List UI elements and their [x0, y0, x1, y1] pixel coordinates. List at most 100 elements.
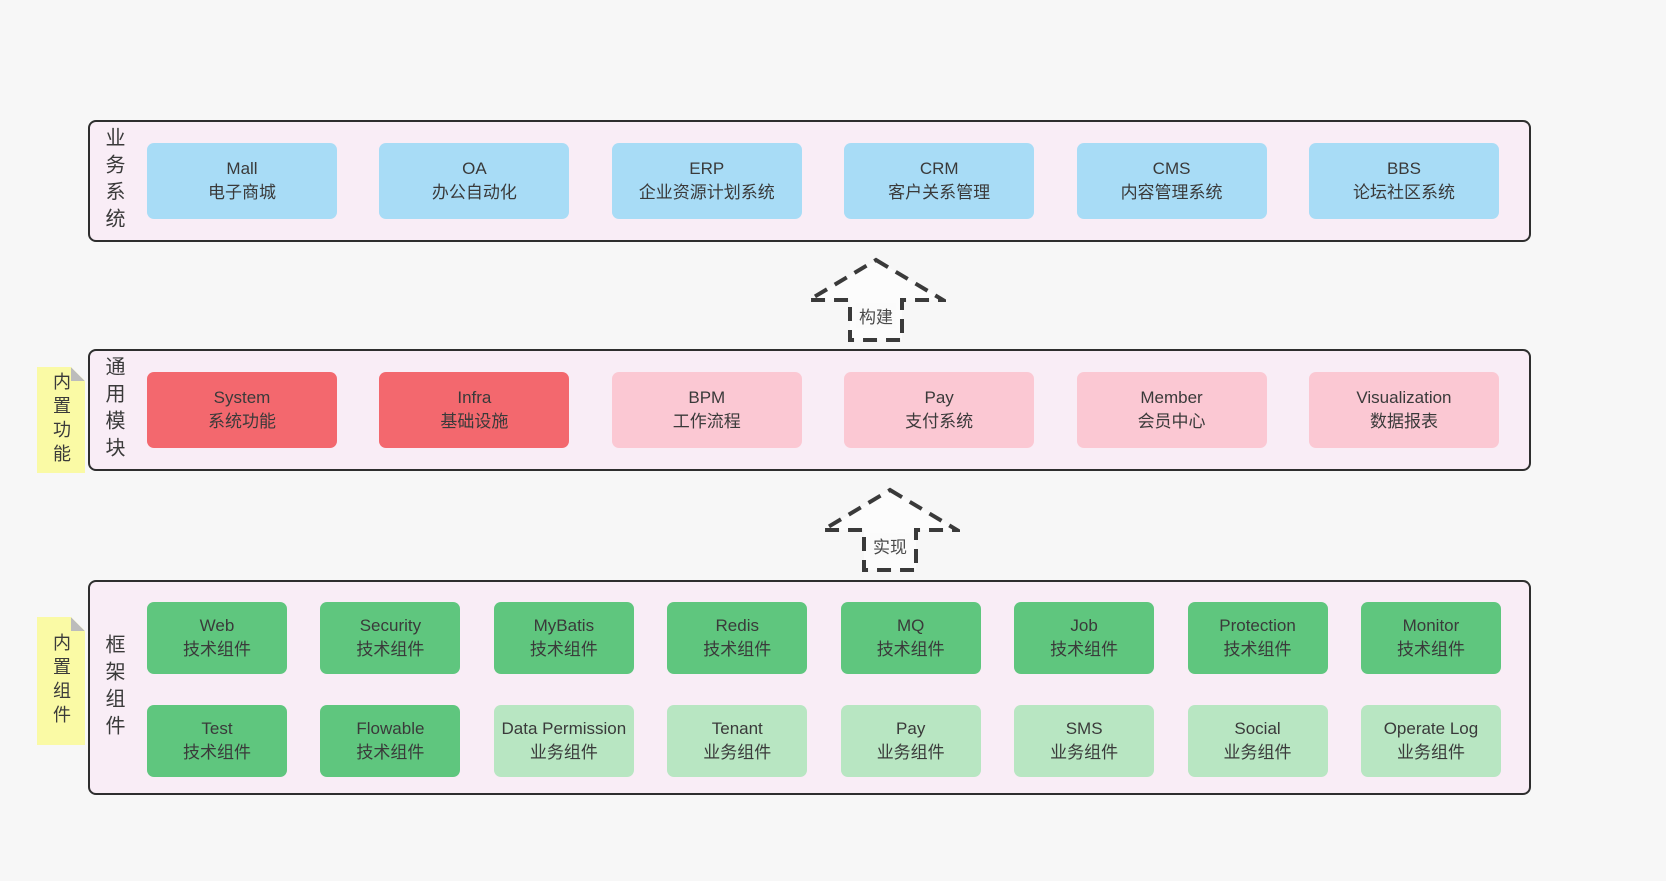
module-box-oa: OA 办公自动化 — [379, 143, 570, 219]
box-title: Pay — [896, 718, 926, 738]
box-title: System — [213, 387, 271, 407]
box-subtitle: 技术组件 — [529, 640, 598, 659]
box-subtitle: 技术组件 — [1050, 640, 1119, 659]
box-subtitle: 技术组件 — [356, 640, 425, 659]
module-box-visualization: Visualization 数据报表 — [1308, 372, 1499, 448]
box-subtitle: 客户关系管理 — [888, 183, 991, 202]
box-title: Flowable — [356, 718, 425, 738]
box-title: MyBatis — [533, 615, 595, 635]
box-subtitle: 业务组件 — [703, 743, 772, 762]
module-box-mq: MQ 技术组件 — [840, 602, 981, 674]
arrow-build: 构建 — [806, 257, 946, 343]
box-subtitle: 技术组件 — [356, 743, 425, 762]
box-subtitle: 业务组件 — [1396, 743, 1465, 762]
module-box-pay: Pay 业务组件 — [840, 705, 981, 777]
box-subtitle: 技术组件 — [183, 640, 251, 659]
box-title: MQ — [896, 615, 925, 635]
folded-corner-icon — [71, 617, 85, 631]
module-box-system: System 系统功能 — [147, 372, 337, 448]
box-subtitle: 技术组件 — [876, 640, 945, 659]
box-title: Protection — [1219, 615, 1296, 635]
box-title: BPM — [688, 387, 726, 407]
sticky-tag-built-in-features: 内置功能 — [37, 367, 85, 473]
box-title: Test — [201, 718, 233, 738]
box-title: Mall — [226, 158, 258, 178]
box-subtitle: 技术组件 — [183, 743, 251, 762]
box-subtitle: 工作流程 — [672, 412, 741, 431]
box-title: Pay — [924, 387, 954, 407]
box-title: ERP — [689, 158, 725, 178]
box-subtitle: 办公自动化 — [431, 183, 517, 202]
box-title: Visualization — [1356, 387, 1452, 407]
box-subtitle: 业务组件 — [1050, 743, 1119, 762]
arrow-implement-label: 实现 — [870, 533, 910, 558]
module-box-test: Test 技术组件 — [147, 705, 287, 777]
module-box-mall: Mall 电子商城 — [147, 143, 337, 219]
box-title: CRM — [919, 158, 959, 178]
module-box-mybatis: MyBatis 技术组件 — [493, 602, 634, 674]
module-box-cms: CMS 内容管理系统 — [1076, 143, 1267, 219]
box-title: CMS — [1152, 158, 1191, 178]
box-title: OA — [462, 158, 487, 178]
box-subtitle: 电子商城 — [208, 183, 276, 202]
module-box-sms: SMS 业务组件 — [1014, 705, 1155, 777]
module-box-crm: CRM 客户关系管理 — [844, 143, 1035, 219]
up-arrow-icon — [806, 257, 946, 342]
box-title: Web — [199, 615, 235, 635]
module-box-data-permission: Data Permission 业务组件 — [493, 705, 634, 777]
sticky-tag-built-in-components: 内置组件 — [37, 617, 85, 745]
box-subtitle: 业务组件 — [876, 743, 945, 762]
arrow-implement: 实现 — [820, 487, 960, 573]
layer-label-common: 通用模块 — [102, 356, 124, 464]
module-box-social: Social 业务组件 — [1187, 705, 1328, 777]
box-subtitle: 数据报表 — [1369, 412, 1438, 431]
layer-business-systems: 业务系统 Mall 电子商城 OA 办公自动化 ERP 企业资源计划系统 CRM 客户关系管理… — [88, 120, 1531, 242]
module-box-job: Job 技术组件 — [1014, 602, 1155, 674]
module-box-web: Web 技术组件 — [147, 602, 287, 674]
box-subtitle: 业务组件 — [1223, 743, 1292, 762]
box-subtitle: 会员中心 — [1137, 412, 1206, 431]
module-box-security: Security 技术组件 — [320, 602, 461, 674]
module-box-protection: Protection 技术组件 — [1187, 602, 1328, 674]
box-title: Tenant — [711, 718, 763, 738]
module-box-flowable: Flowable 技术组件 — [320, 705, 461, 777]
layer-framework-components: 框架组件 Web 技术组件 Security 技术组件 MyBatis 技术组件 Redis… — [88, 580, 1531, 795]
box-subtitle: 业务组件 — [529, 743, 598, 762]
box-subtitle: 技术组件 — [1396, 640, 1465, 659]
box-subtitle: 系统功能 — [208, 412, 276, 431]
box-title: Redis — [715, 615, 759, 635]
box-subtitle: 基础设施 — [440, 412, 509, 431]
common-box-row: System 系统功能 Infra 基础设施 BPM 工作流程 Pay 支付系统 Member 会… — [147, 351, 1499, 469]
module-box-erp: ERP 企业资源计划系统 — [611, 143, 802, 219]
layer-label-business: 业务系统 — [102, 127, 124, 235]
box-title: Member — [1140, 387, 1203, 407]
module-box-tenant: Tenant 业务组件 — [667, 705, 808, 777]
module-box-monitor: Monitor 技术组件 — [1360, 602, 1501, 674]
box-title: Social — [1234, 718, 1281, 738]
business-box-row: Mall 电子商城 OA 办公自动化 ERP 企业资源计划系统 CRM 客户关系管理 CMS 内容… — [147, 122, 1499, 240]
arrow-build-label: 构建 — [856, 303, 896, 328]
box-title: Security — [359, 615, 422, 635]
box-subtitle: 企业资源计划系统 — [638, 183, 775, 202]
module-box-infra: Infra 基础设施 — [379, 372, 570, 448]
box-subtitle: 技术组件 — [1223, 640, 1292, 659]
box-subtitle: 论坛社区系统 — [1352, 183, 1455, 202]
box-title: Infra — [457, 387, 492, 407]
box-subtitle: 内容管理系统 — [1120, 183, 1223, 202]
box-title: BBS — [1386, 158, 1421, 178]
box-title: Monitor — [1402, 615, 1460, 635]
module-box-bpm: BPM 工作流程 — [611, 372, 802, 448]
layer-common-modules: 通用模块 System 系统功能 Infra 基础设施 BPM 工作流程 Pay 支付系统 Me… — [88, 349, 1531, 471]
module-box-member: Member 会员中心 — [1076, 372, 1267, 448]
box-title: Job — [1070, 615, 1098, 635]
up-arrow-icon — [820, 487, 960, 572]
box-title: Data Permission — [501, 718, 627, 738]
box-title: SMS — [1065, 718, 1103, 738]
layer-label-framework: 框架组件 — [102, 633, 124, 742]
module-box-bbs: BBS 论坛社区系统 — [1308, 143, 1499, 219]
box-subtitle: 支付系统 — [905, 412, 974, 431]
sticky-tag-label: 内置组件 — [51, 633, 71, 729]
